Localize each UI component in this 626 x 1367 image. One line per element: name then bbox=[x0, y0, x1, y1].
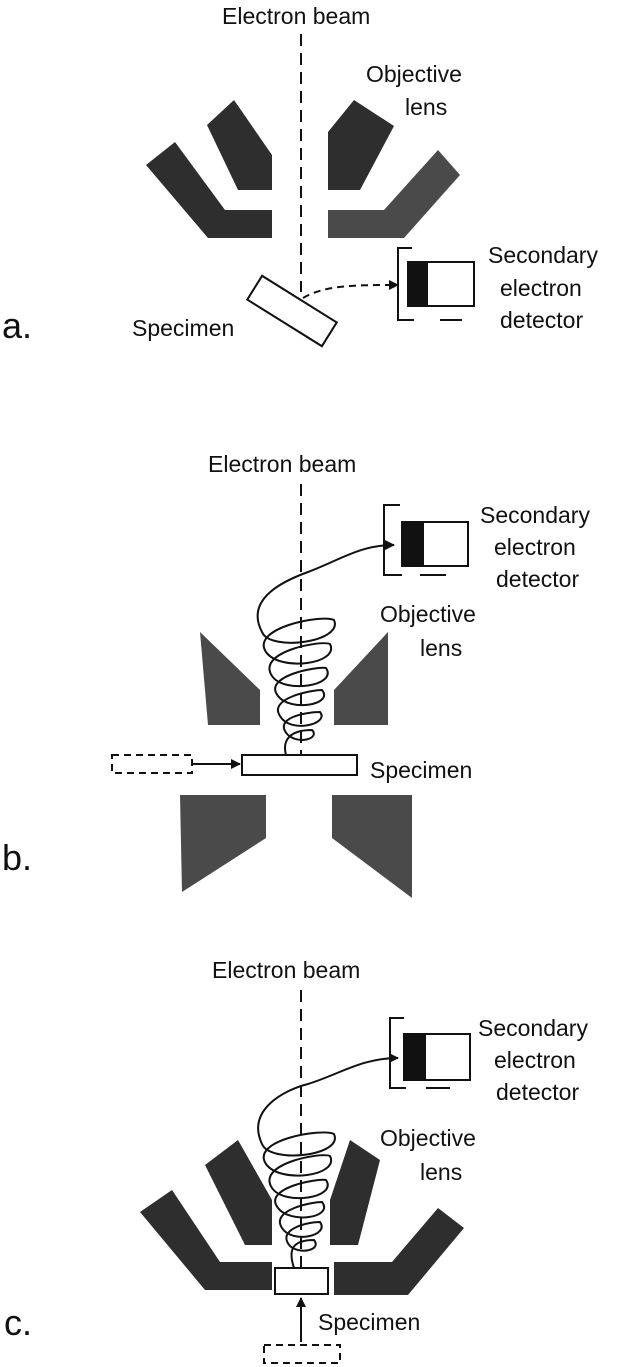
panel-c-lens-label-1: Objective bbox=[380, 1125, 476, 1151]
panel-a-detector-label-2: electron bbox=[500, 275, 582, 301]
panel-a-lens-label-2: lens bbox=[405, 94, 447, 120]
panel-a-lens-right-lower bbox=[328, 150, 460, 238]
panel-c-spiral-path bbox=[257, 1053, 399, 1269]
panel-b-specimen-label: Specimen bbox=[370, 757, 472, 783]
panel-c-lens-right-upper bbox=[330, 1140, 380, 1245]
panel-a-lens-label-1: Objective bbox=[366, 61, 462, 87]
panel-a-detector: Secondary electron detector bbox=[397, 242, 598, 333]
panel-b-label: b. bbox=[2, 837, 32, 878]
panel-c-detector-label-3: detector bbox=[496, 1079, 579, 1105]
panel-a-label: a. bbox=[2, 305, 32, 346]
panel-a-detector-label-3: detector bbox=[500, 307, 583, 333]
panel-b-lens-upper-right bbox=[334, 632, 388, 725]
panel-c-specimen bbox=[274, 1267, 329, 1295]
panel-b-beam-label: Electron beam bbox=[208, 451, 356, 477]
panel-b-specimen bbox=[241, 754, 358, 776]
panel-c-label: c. bbox=[4, 1302, 32, 1343]
panel-b-detector-label-1: Secondary bbox=[480, 502, 590, 528]
panel-c: Electron beam Secondary electron detecto… bbox=[4, 957, 588, 1364]
panel-b-lens-lower-left bbox=[180, 795, 266, 892]
panel-a-detector-shield bbox=[397, 247, 462, 321]
panel-a-lens-left-upper bbox=[207, 100, 272, 190]
panel-c-lens-left-lower bbox=[140, 1190, 272, 1290]
panel-b-objective-lens bbox=[180, 632, 412, 898]
panel-a-lens-left-lower bbox=[146, 142, 272, 238]
panel-b-detector-label-3: detector bbox=[496, 566, 579, 592]
panel-a-specimen-label: Specimen bbox=[132, 315, 234, 341]
panel-a: Electron beam Objective lens Specimen Se… bbox=[2, 3, 598, 348]
panel-b-detector-shield bbox=[383, 504, 446, 576]
panel-a-signal-path bbox=[302, 280, 399, 299]
panel-a-detector-label-1: Secondary bbox=[488, 242, 598, 268]
panel-c-beam-label: Electron beam bbox=[212, 957, 360, 983]
panel-c-detector-label-1: Secondary bbox=[478, 1015, 588, 1041]
panel-c-lens-left-upper bbox=[205, 1140, 272, 1245]
panel-b-detector-label-2: electron bbox=[494, 534, 576, 560]
panel-c-detector-label-2: electron bbox=[494, 1047, 576, 1073]
panel-c-detector: Secondary electron detector bbox=[389, 1015, 588, 1105]
panel-a-beam-label: Electron beam bbox=[222, 3, 370, 29]
panel-b-spiral-path bbox=[256, 540, 395, 756]
panel-c-specimen-label: Specimen bbox=[318, 1309, 420, 1335]
panel-c-detector-scintillator bbox=[404, 1034, 426, 1080]
panel-a-specimen bbox=[245, 274, 339, 348]
panel-b: Electron beam Secondary electron detecto… bbox=[2, 451, 590, 898]
panel-a-lens-right-upper bbox=[328, 100, 394, 190]
panel-b-specimen-holder bbox=[111, 754, 193, 774]
panel-c-lens-right-lower bbox=[334, 1208, 464, 1295]
panel-c-objective-lens bbox=[140, 1140, 464, 1295]
panel-b-lens-upper-left bbox=[200, 632, 260, 725]
panel-b-lens-label-2: lens bbox=[420, 635, 462, 661]
panel-b-detector-scintillator bbox=[402, 522, 424, 566]
panel-c-specimen-holder bbox=[263, 1344, 341, 1364]
panel-b-detector: Secondary electron detector bbox=[383, 502, 590, 592]
panel-a-detector-scintillator bbox=[408, 262, 428, 306]
panel-b-lens-lower-right bbox=[332, 795, 412, 898]
panel-c-lens-label-2: lens bbox=[420, 1159, 462, 1185]
panel-c-detector-shield bbox=[389, 1017, 450, 1089]
panel-a-objective-lens bbox=[146, 100, 460, 238]
panel-b-lens-label-1: Objective bbox=[380, 601, 476, 627]
